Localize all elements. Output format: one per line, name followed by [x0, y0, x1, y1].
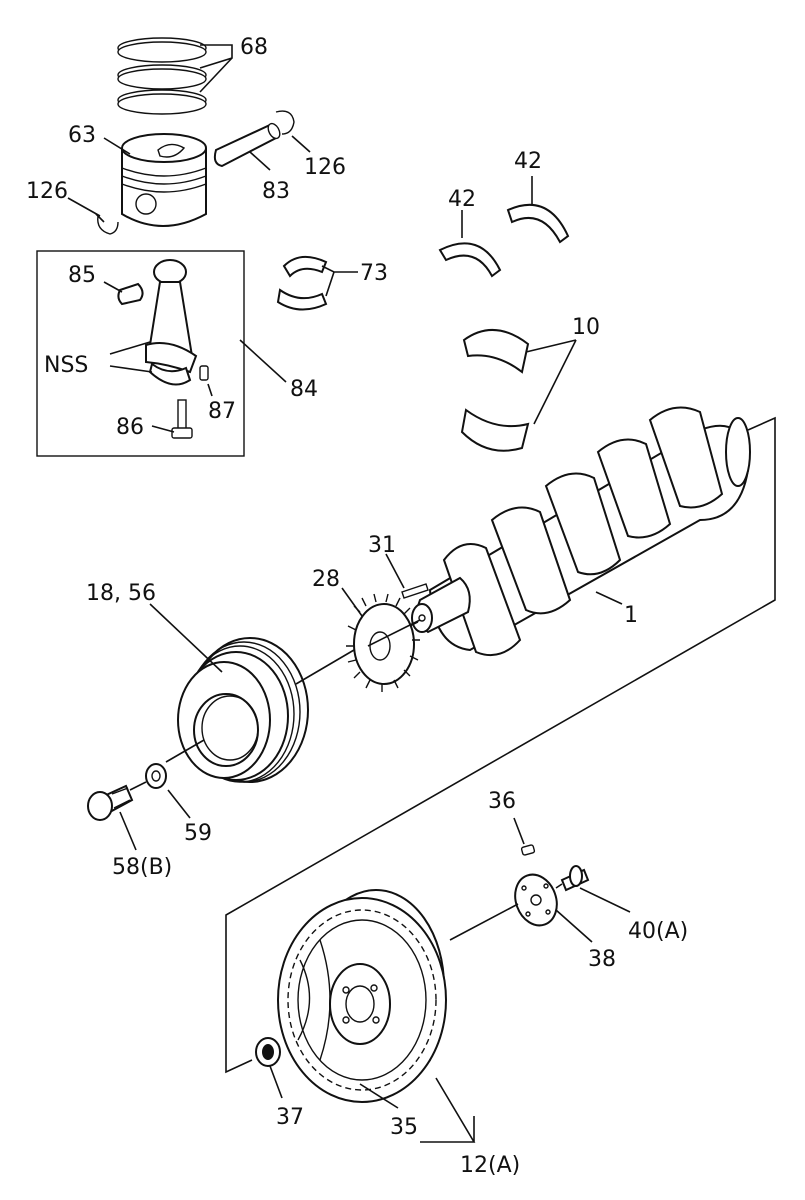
callout-28: 28	[312, 567, 340, 592]
reinforcing-plate-part[interactable]	[508, 869, 563, 932]
assembly-guide-lines	[95, 213, 776, 1074]
snap-ring-upper-part[interactable]	[275, 110, 295, 135]
rod-bolt-part[interactable]	[171, 399, 193, 439]
callout-40a: 40(A)	[628, 919, 688, 944]
callout-68: 68	[240, 35, 268, 60]
callout-126-right: 126	[304, 155, 346, 180]
conrod-bearing-part[interactable]	[276, 255, 328, 311]
callout-84: 84	[290, 377, 318, 402]
callout-83: 83	[262, 179, 290, 204]
thrust-washer-right-part[interactable]	[506, 203, 570, 244]
pulley-bolt-part[interactable]	[87, 784, 134, 821]
crankshaft-part[interactable]	[411, 406, 751, 656]
callout-37: 37	[276, 1105, 304, 1130]
callout-labels: 68 63 126 126 83 42 42 85 73 10 NSS 84 8…	[26, 35, 688, 1178]
callout-31: 31	[368, 533, 396, 558]
callout-36: 36	[488, 789, 516, 814]
callout-nss: NSS	[44, 353, 88, 378]
pilot-bearing-part[interactable]	[255, 1037, 281, 1067]
flywheel-bolt-part[interactable]	[560, 865, 590, 892]
callout-73: 73	[360, 261, 388, 286]
callout-12a: 12(A)	[460, 1153, 520, 1178]
flywheel-part[interactable]	[277, 889, 447, 1103]
callout-38: 38	[588, 947, 616, 972]
callout-86: 86	[116, 415, 144, 440]
callout-10: 10	[572, 315, 600, 340]
small-end-bushing-part[interactable]	[117, 282, 144, 306]
connecting-rod-assembly-box	[36, 250, 245, 457]
knock-pin-part[interactable]	[520, 844, 536, 856]
connecting-rod-part[interactable]	[145, 259, 198, 386]
piston-pin-part[interactable]	[213, 122, 282, 168]
thrust-washer-left-part[interactable]	[438, 242, 502, 278]
callout-58b: 58(B)	[112, 855, 172, 880]
piston-part[interactable]	[121, 133, 207, 227]
piston-rings-part[interactable]	[117, 37, 207, 115]
main-bearing-part[interactable]	[460, 328, 530, 452]
callout-35: 35	[390, 1115, 418, 1140]
dowel-pin-part[interactable]	[199, 365, 209, 381]
callout-63: 63	[68, 123, 96, 148]
callout-18-56: 18, 56	[86, 581, 156, 606]
callout-126-left: 126	[26, 179, 68, 204]
snap-ring-lower-part[interactable]	[97, 215, 119, 235]
callout-1: 1	[624, 603, 638, 628]
leader-lines	[67, 135, 631, 1143]
callout-87: 87	[208, 399, 236, 424]
callout-42-left: 42	[448, 187, 476, 212]
crank-pulley-part[interactable]	[177, 637, 309, 783]
washer-part[interactable]	[145, 763, 167, 789]
woodruff-key-part[interactable]	[401, 583, 429, 599]
callout-85: 85	[68, 263, 96, 288]
callout-59: 59	[184, 821, 212, 846]
callout-42-right: 42	[514, 149, 542, 174]
